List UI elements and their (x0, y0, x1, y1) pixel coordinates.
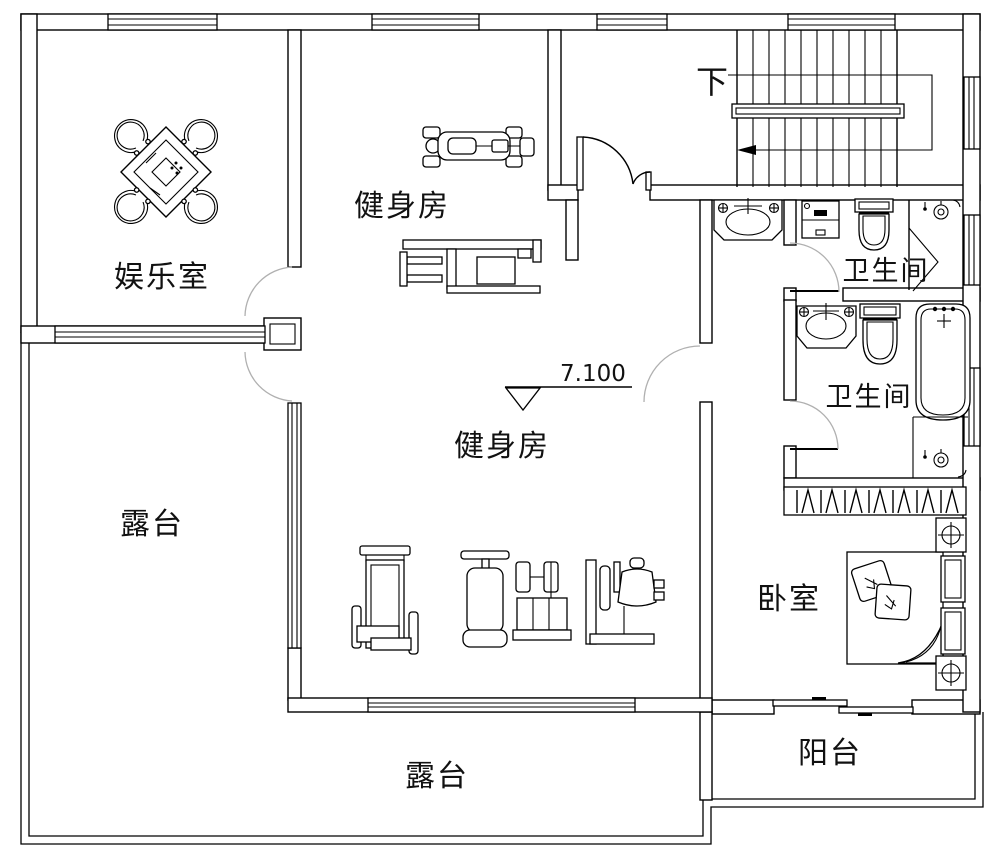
label-gym-upper: 健身房 (354, 190, 450, 223)
door-bathroom-lower (789, 400, 839, 450)
nightstand (935, 517, 967, 553)
window (596, 13, 668, 31)
shower-partition (912, 416, 968, 478)
door-terrace (244, 351, 293, 402)
gym-bench (460, 550, 510, 648)
window (371, 13, 480, 31)
label-stairs-down: 下 (696, 64, 730, 100)
window (287, 402, 302, 649)
gym-exercise-machine (585, 557, 665, 645)
shower-head (922, 200, 949, 220)
stair-going-line (728, 74, 933, 151)
gym-weight-machine (399, 239, 542, 294)
bed (846, 551, 966, 665)
sheet-fold (897, 621, 944, 664)
label-entertainment: 娱乐室 (114, 261, 210, 294)
window (963, 76, 981, 150)
window (963, 214, 981, 286)
corner-bracket (957, 469, 967, 478)
elevation-value: 7.100 (560, 361, 626, 387)
elevation-marker: 7.100 (504, 361, 632, 412)
label-terrace-south: 露台 (405, 760, 469, 793)
sliding-door (772, 697, 914, 716)
sink (796, 303, 857, 349)
toilet (859, 303, 901, 365)
window (787, 13, 896, 31)
label-balcony: 阳台 (798, 737, 862, 770)
label-terrace-west: 露台 (120, 508, 184, 541)
shower-head (922, 448, 949, 468)
gym-bench-station (422, 126, 535, 168)
door-bathroom-upper (789, 242, 840, 293)
doors (244, 136, 840, 450)
staircase (728, 30, 933, 187)
stair-direction-arrow (737, 145, 756, 155)
window (367, 697, 636, 713)
mahjong-table (107, 112, 225, 231)
nightstand (935, 655, 967, 691)
window (54, 325, 266, 344)
wardrobe (783, 486, 967, 516)
window (107, 13, 218, 31)
room-labels: 娱乐室 健身房 健身房 卫生间 卫生间 卧室 露台 露台 阳台 下 (114, 64, 930, 793)
stair-handrail (731, 103, 905, 119)
sink (713, 198, 783, 241)
bathtub (915, 303, 971, 421)
gym-treadmill (351, 545, 419, 655)
bathroom-upper-fixtures (713, 198, 961, 292)
corner-bracket (952, 199, 961, 208)
label-bathroom-lower: 卫生间 (826, 382, 913, 412)
door-gym-entrance (576, 136, 652, 191)
door-hall-gym (643, 345, 701, 403)
toilet (854, 198, 894, 251)
door-entertainment (244, 266, 293, 317)
shower-door (908, 227, 939, 292)
label-bedroom: 卧室 (757, 583, 821, 616)
label-gym-main: 健身房 (454, 430, 550, 463)
label-bathroom-upper: 卫生间 (843, 256, 930, 286)
pillow (874, 583, 912, 621)
terrace-railing (20, 332, 984, 845)
cabinet (801, 200, 840, 239)
bathroom-lower-fixtures (796, 303, 971, 478)
gym-dumbbell-rack (512, 561, 572, 641)
